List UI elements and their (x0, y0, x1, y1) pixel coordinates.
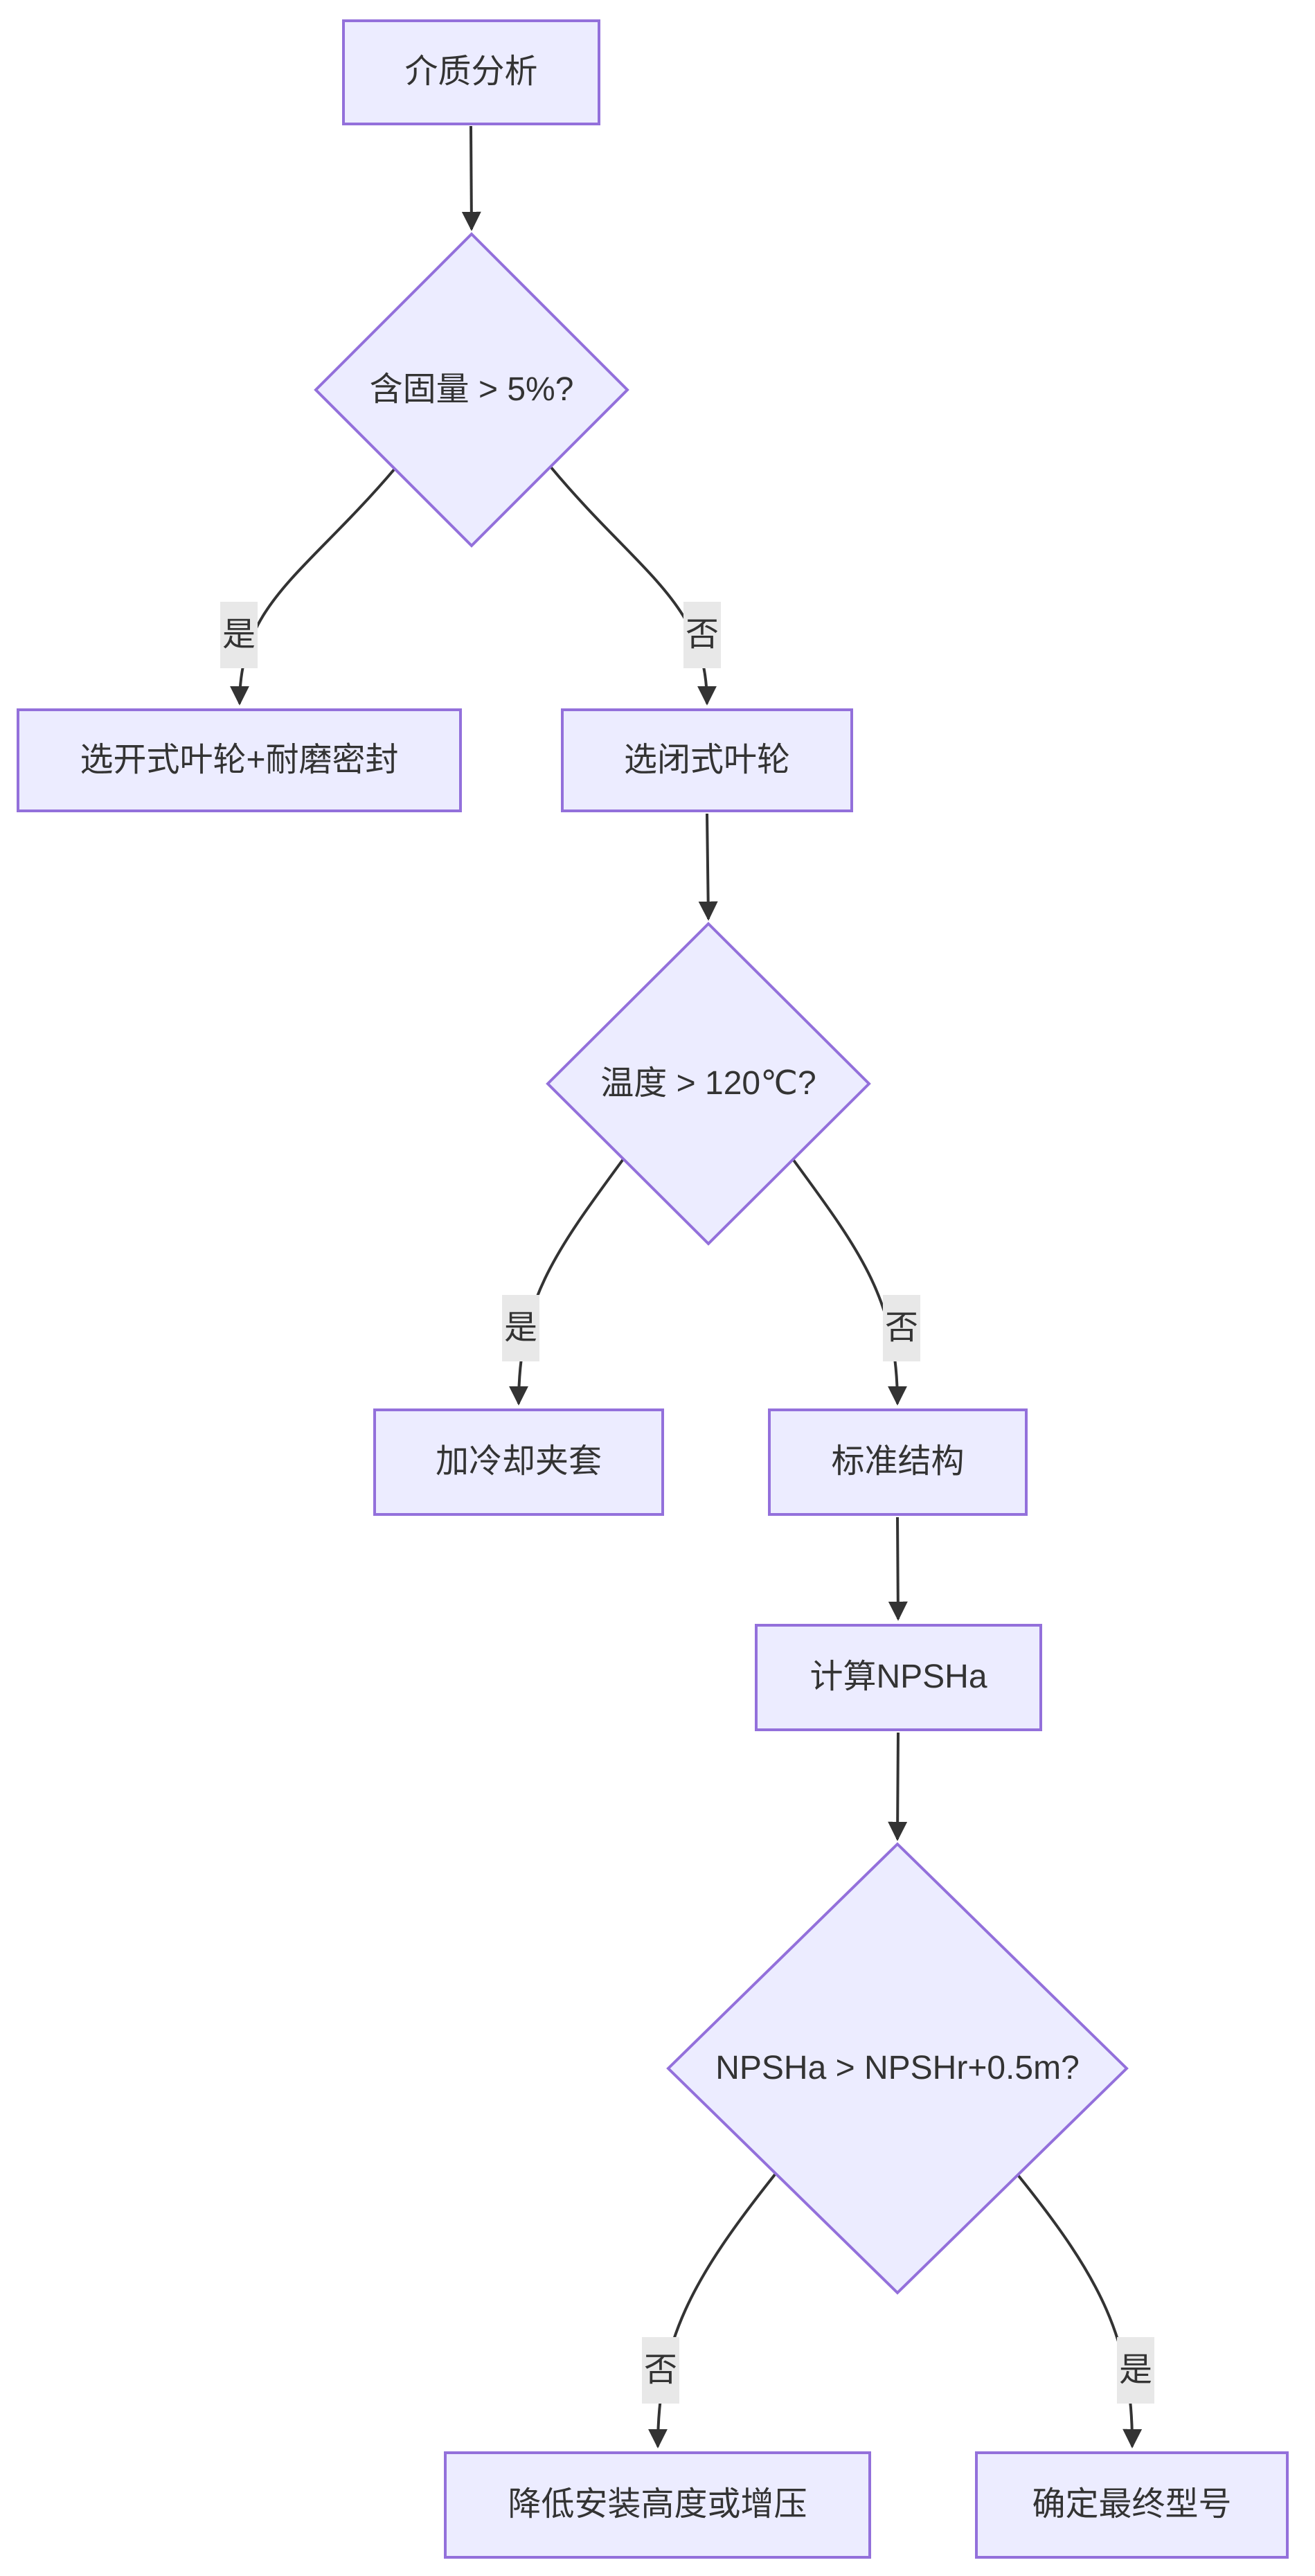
node-media-analysis-label: 介质分析 (404, 53, 538, 91)
node-cooling-jacket-label: 加冷却夹套 (435, 1443, 602, 1481)
edge-label-solid-no: 否 (683, 602, 722, 668)
node-closed-impeller: 选闭式叶轮 (561, 708, 853, 812)
edge-label-npsh-yes: 是 (1116, 2337, 1155, 2404)
edge-closed-impeller-to-temp-decision (698, 813, 718, 921)
node-closed-impeller-label: 选闭式叶轮 (623, 741, 790, 778)
edge-standard-to-calc-npsha (888, 1517, 908, 1621)
node-cooling-jacket: 加冷却夹套 (373, 1408, 664, 1516)
node-lower-installation: 降低安装高度或增压 (444, 2451, 871, 2559)
edge-temp-yes-to-cooling-jacket (509, 1158, 625, 1406)
node-open-impeller: 选开式叶轮+耐磨密封 (17, 708, 462, 812)
edge-label-npsh-no: 否 (641, 2337, 680, 2404)
decision-solid-content-shape (314, 232, 629, 548)
node-final-model: 确定最终型号 (975, 2451, 1289, 2559)
edge-label-solid-yes: 是 (220, 602, 258, 668)
edge-label-temp-no: 否 (882, 1295, 921, 1361)
edge-calc-npsha-to-npsh-decision (888, 1732, 908, 1841)
edge-npsh-no-to-lower-installation (648, 2172, 777, 2449)
node-calc-npsha: 计算NPSHa (755, 1624, 1042, 1731)
node-standard-structure: 标准结构 (768, 1408, 1028, 1516)
node-open-impeller-label: 选开式叶轮+耐磨密封 (80, 741, 399, 778)
edge-media-to-solid-decision (461, 125, 481, 231)
edge-npsh-yes-to-final-model (1017, 2174, 1143, 2449)
node-calc-npsha-label: 计算NPSHa (809, 1658, 987, 1696)
edge-label-temp-yes: 是 (501, 1295, 540, 1361)
node-standard-structure-label: 标准结构 (831, 1443, 965, 1481)
edge-temp-no-to-standard-structure (791, 1158, 907, 1406)
decision-temperature-shape (546, 922, 871, 1246)
node-media-analysis: 介质分析 (342, 19, 600, 125)
edge-solid-yes-to-open-impeller (230, 467, 396, 706)
node-lower-installation-label: 降低安装高度或增压 (508, 2486, 807, 2523)
decision-npsh-shape (666, 1842, 1129, 2295)
node-final-model-label: 确定最终型号 (1032, 2486, 1232, 2523)
